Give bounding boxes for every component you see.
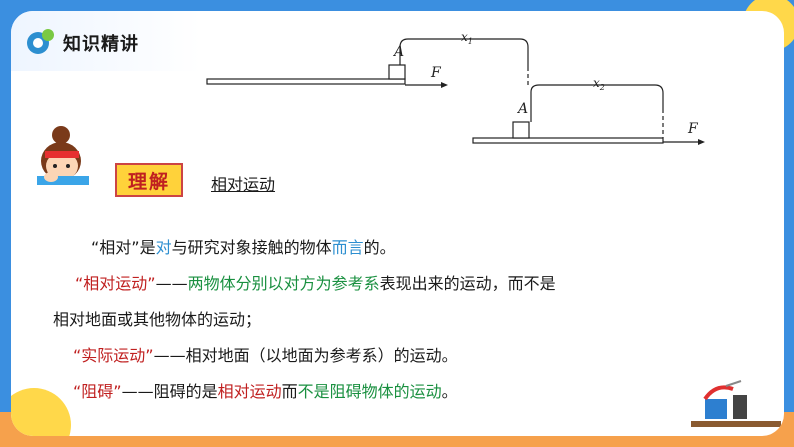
label-f-1: F [430,65,442,81]
logo-icon [27,29,54,54]
force-arrow-2-head [698,139,705,145]
label-x2: x2 [593,76,605,92]
page-title: 知识精讲 [63,34,139,55]
text-line-4: “实际运动”——相对地面（以地面为参考系）的运动。 [73,346,458,365]
block-a-1 [388,64,406,80]
force-arrow-1-head [441,82,448,88]
text-line-1: “相对”是对与研究对象接触的物体而言的。 [91,238,396,257]
text-line-3: 相对地面或其他物体的运动； [53,310,262,329]
bracket-x2 [530,84,664,122]
text-line-2: “相对运动”——两物体分别以对方为参考系表现出来的运动，而不是 [75,274,556,293]
label-a-2: A [516,101,528,117]
slide-card: 知识精讲 A F x1 A F x2 [11,11,784,436]
badge-label: 理解 [127,170,170,193]
board-2 [472,137,664,144]
board-1 [206,78,406,85]
text-line-5: “阻碍”——阻碍的是相对运动而不是阻碍物体的运动。 [73,382,458,401]
apparatus-illustration [691,380,781,427]
block-a-2 [512,121,530,139]
section-subtitle: 相对运动 [211,175,276,194]
label-a-1: A [392,44,404,60]
label-x1: x1 [461,30,473,46]
motion-diagram: A F x1 A F x2 [37,30,781,427]
girl-illustration [37,126,89,185]
label-f-2: F [687,121,699,137]
understanding-badge: 理解 [115,163,183,197]
bracket-x1 [399,38,529,67]
